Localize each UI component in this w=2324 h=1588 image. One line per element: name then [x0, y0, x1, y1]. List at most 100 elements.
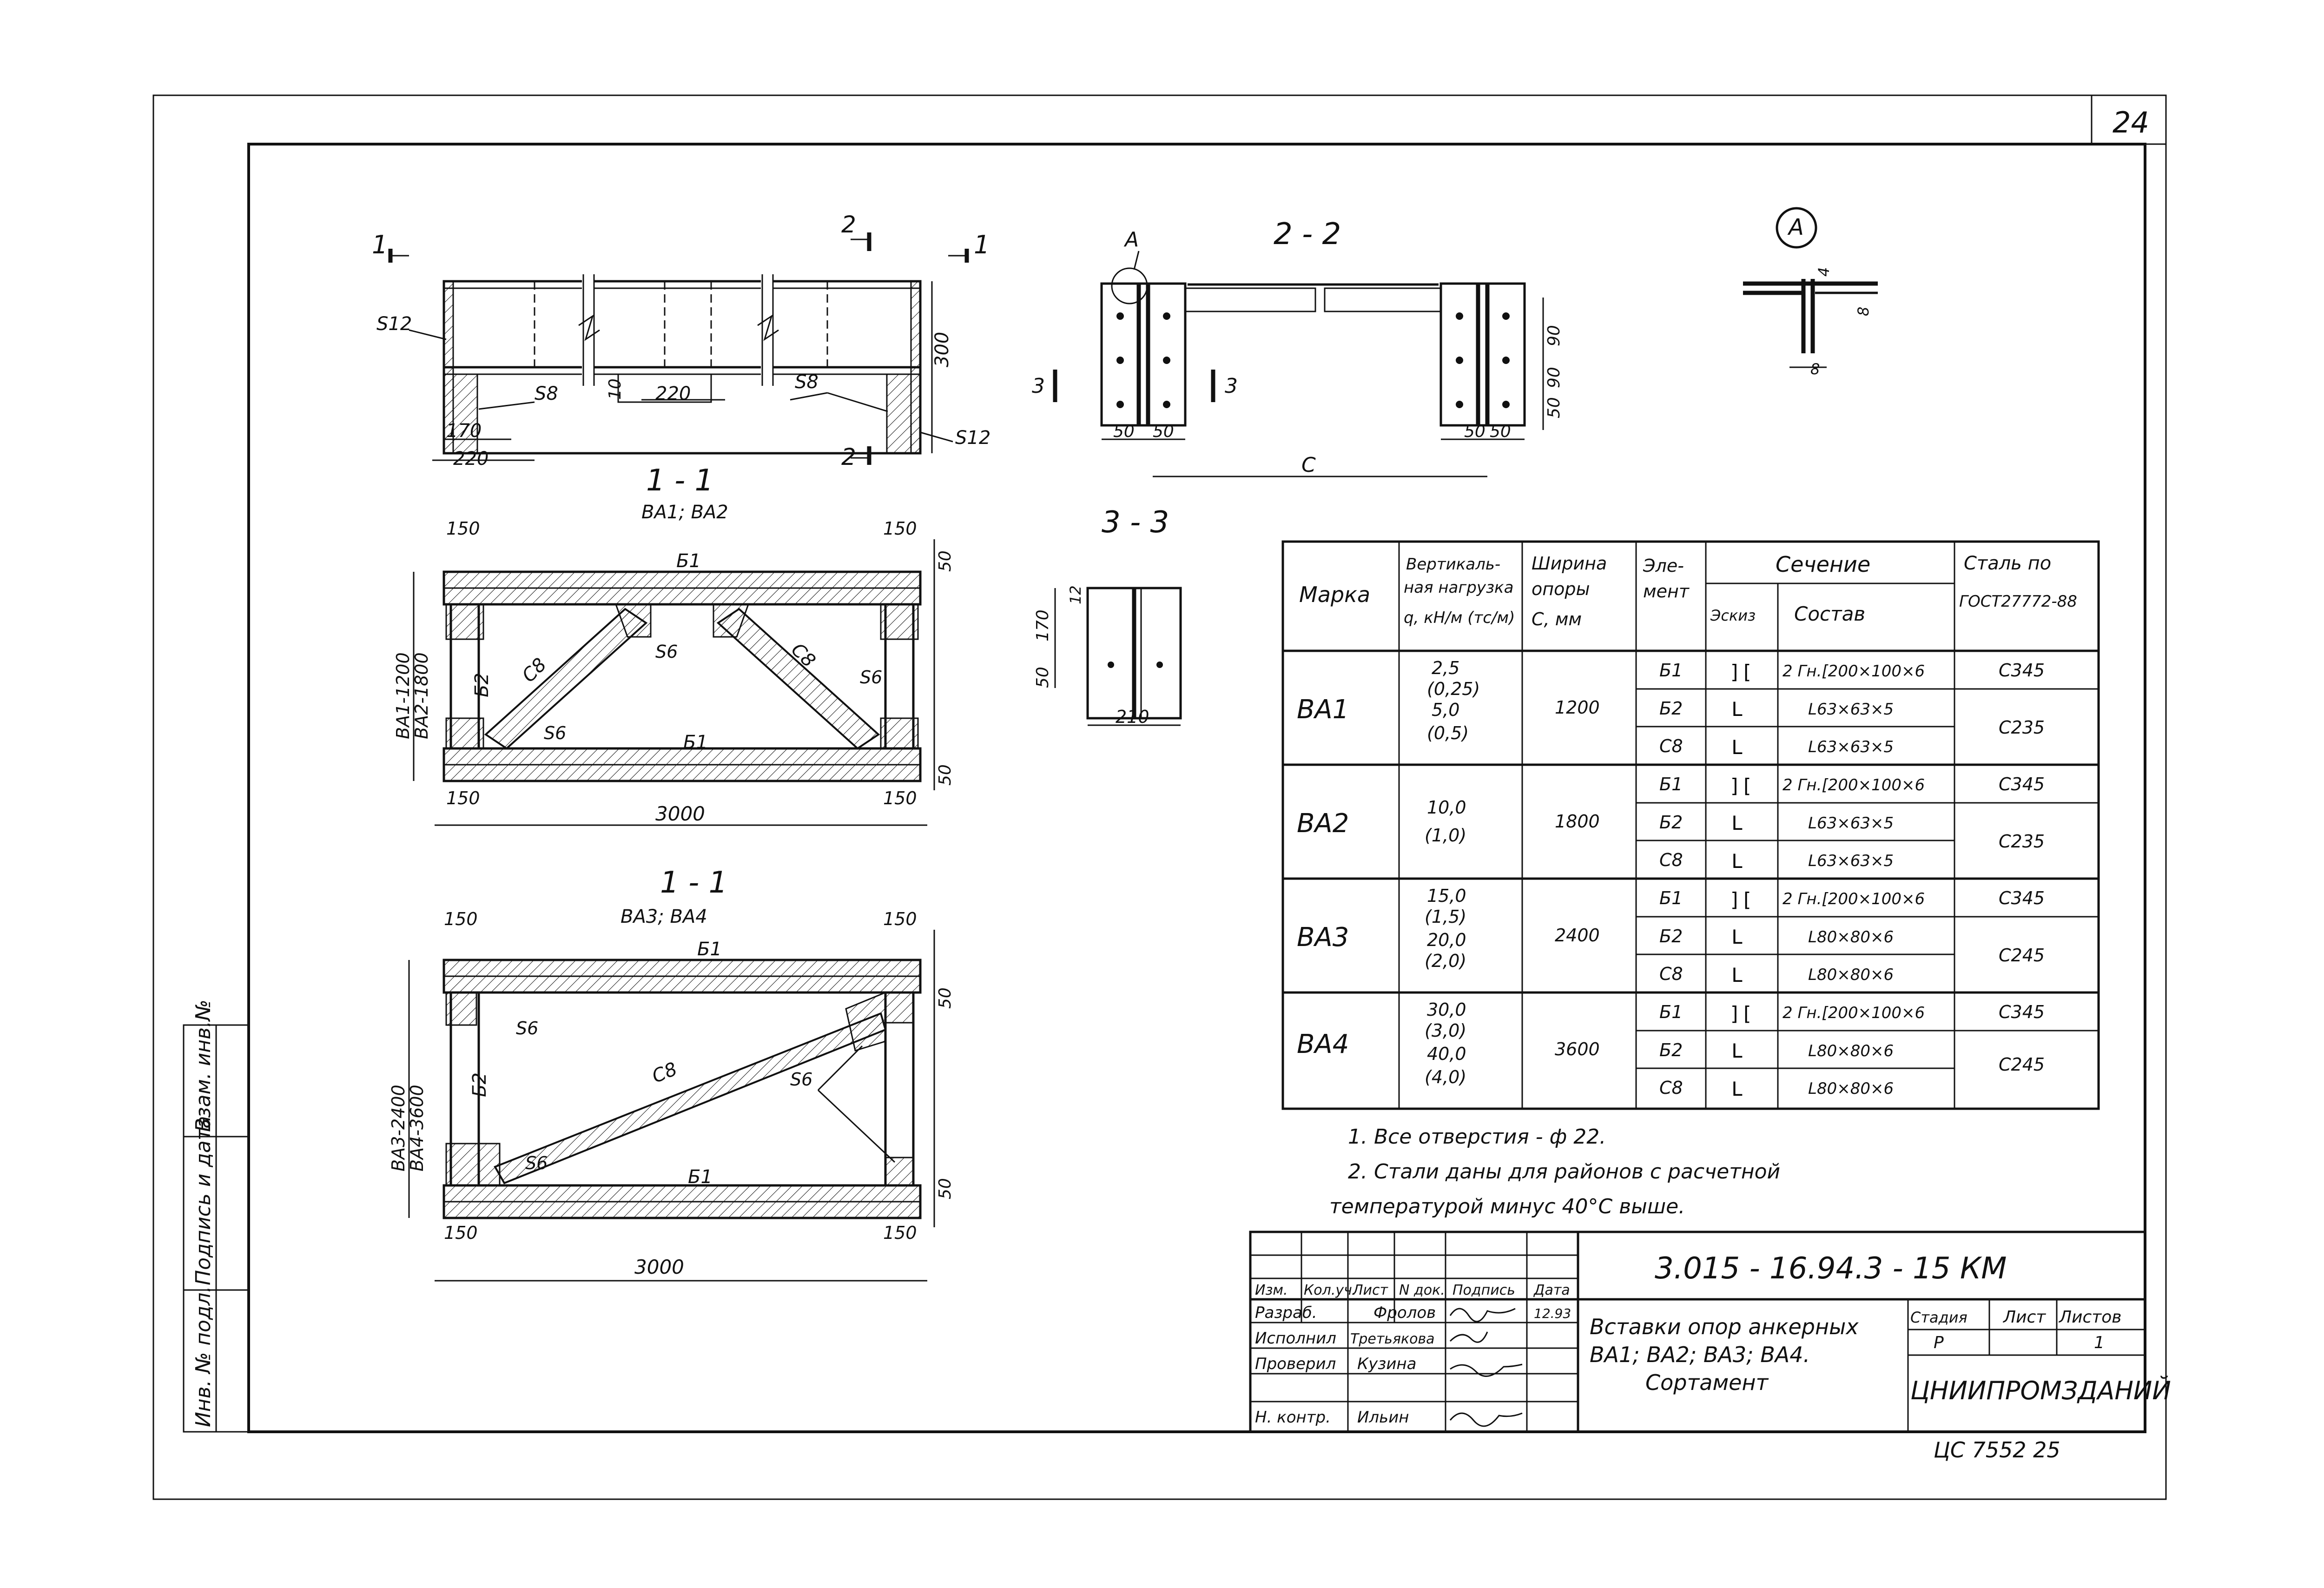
table-header-composition: Состав: [1794, 602, 1865, 625]
plan-dim-10: 10: [606, 378, 625, 400]
table-row-ba2-elem-1: Б2: [1659, 812, 1683, 833]
table-row-ba3-comp-2: L80×80×6: [1808, 966, 1894, 984]
section-1-1-b-b2: Б2: [469, 1072, 490, 1097]
table-row-ba2-steel-merged: С235: [1999, 831, 2045, 852]
table-row-ba2-sketch-2: L: [1731, 850, 1743, 873]
plan-label-s8-right: S8: [795, 371, 819, 393]
table-row-ba4-load-1: (3,0): [1425, 1020, 1466, 1041]
table-row-ba3-sketch-1: L: [1731, 926, 1743, 948]
table-row-ba4-steel-0: С345: [1999, 1002, 2045, 1022]
note-2: 2. Стали даны для районов с расчетной: [1348, 1160, 1780, 1184]
section-1-1-b-dim-150-bl: 150: [444, 1223, 478, 1243]
table-row-ba2-sketch-0: ][: [1729, 774, 1753, 797]
title-stage-label: Стадия: [1910, 1309, 1967, 1326]
plan-label-s8-left: S8: [535, 383, 558, 404]
table-header-elem-2: мент: [1643, 581, 1690, 602]
title-role-4: Н. контр.: [1255, 1408, 1331, 1427]
table-row-ba1-elem-0: Б1: [1659, 660, 1683, 681]
plan-cut-1-left: 1: [372, 230, 388, 259]
section-2-2-title: 2 - 2: [1274, 217, 1341, 251]
table-header-sketch: Эскиз: [1710, 607, 1756, 624]
plan-dim-220b: 220: [453, 448, 489, 470]
title-role-2: Исполнил: [1255, 1329, 1336, 1348]
plan-label-s12: S12: [376, 313, 412, 335]
table-header-load-2: ная нагрузка: [1404, 578, 1513, 597]
section-1-1-b-dim-150-tr: 150: [883, 909, 917, 929]
table-row-ba2-load-1: (1,0): [1425, 825, 1466, 846]
title-col-4: N док.: [1399, 1282, 1445, 1298]
section-1-1-a-s6-a: S6: [655, 642, 678, 662]
section-3-3-title: 3 - 3: [1102, 505, 1169, 540]
section-2-2-dim-50e: 50: [1545, 397, 1564, 418]
table-row-ba4-load-2: 40,0: [1427, 1044, 1466, 1064]
section-1-1-a-b1-bottom: Б1: [683, 732, 708, 753]
plan-cut-1-right: 1: [974, 230, 990, 259]
table-row-ba3-elem-1: Б2: [1659, 926, 1683, 946]
table-row-ba1-load-0: 2,5: [1432, 658, 1459, 678]
table-row-ba2-sketch-1: L: [1731, 812, 1743, 834]
section-1-1-b-subtitle: ВА3; ВА4: [621, 906, 707, 927]
table-row-ba3-mark: ВА3: [1297, 922, 1349, 953]
title-col-5: Подпись: [1452, 1282, 1515, 1298]
section-2-2-dim-90b: 90: [1545, 367, 1564, 388]
table-row-ba1-sketch-2: L: [1731, 736, 1743, 759]
section-2-2: 2 - 2 А 3 3 50 50 50 50 С: [1032, 217, 1564, 477]
section-1-1-b-s6-a: S6: [516, 1018, 538, 1039]
table-row-ba1-mark: ВА1: [1297, 695, 1349, 725]
table-row-ba4-elem-0: Б1: [1659, 1002, 1683, 1022]
table-row-ba2-width: 1800: [1555, 811, 1600, 832]
signature-1: [1449, 1308, 1516, 1323]
table-row-ba1-sketch-1: L: [1731, 698, 1743, 721]
detail-a: А 4 8 8: [1743, 207, 1878, 378]
section-1-1-a-b1-top: Б1: [676, 550, 701, 572]
detail-a-label: А: [1787, 214, 1804, 240]
section-1-1-a-s6-b: S6: [544, 723, 566, 743]
section-1-1-b-dim-h2: ВА4-3600: [407, 1085, 427, 1171]
table-row-ba1-width: 1200: [1555, 697, 1600, 718]
table-row-ba3-sketch-2: L: [1731, 964, 1743, 986]
title-line-3: Сортамент: [1645, 1370, 1769, 1395]
table-row-ba1-comp-2: L63×63×5: [1808, 738, 1894, 756]
table-row-ba1-load-3: (0,5): [1427, 723, 1469, 743]
section-2-2-dim-50c: 50: [1464, 422, 1486, 441]
table-row-ba1-steel-merged: С235: [1999, 717, 2045, 738]
table-row-ba4-sketch-2: L: [1731, 1078, 1743, 1100]
table-row-ba2-comp-2: L63×63×5: [1808, 852, 1894, 870]
section-1-1-a-dim-150-tr: 150: [883, 518, 917, 539]
section-3-3: 3 - 3 170 12 50 210: [1033, 505, 1182, 727]
table-row-ba1-sketch-0: ][: [1729, 661, 1753, 683]
plan-cut-2-top: 2: [841, 211, 856, 238]
title-stage: Р: [1934, 1333, 1944, 1352]
inner-frame: [247, 143, 2146, 1433]
table-row-ba3-load-3: (2,0): [1425, 951, 1466, 971]
title-name-3: Кузина: [1357, 1355, 1417, 1373]
section-2-2-cut-3-left: 3: [1032, 374, 1045, 398]
table-row-ba4-load-0: 30,0: [1427, 999, 1466, 1020]
signature-2: [1449, 1331, 1488, 1343]
title-sheets: 1: [2094, 1333, 2105, 1352]
table-header-steel-2: ГОСТ27772-88: [1959, 592, 2077, 611]
table-row-ba2-steel-0: С345: [1999, 774, 2045, 794]
section-1-1-a-dim-50-b: 50: [936, 764, 955, 786]
section-1-1-b-dim-50-b: 50: [936, 1178, 955, 1199]
section-1-1-b-dim-50-t: 50: [936, 987, 955, 1009]
title-col-1: Изм.: [1255, 1282, 1288, 1298]
table-header-width-1: Ширина: [1532, 553, 1607, 574]
section-1-1-a-subtitle: ВА1; ВА2: [641, 502, 728, 523]
table-header-width-2: опоры: [1532, 579, 1590, 599]
title-col-3: Лист: [1352, 1282, 1389, 1298]
plan-cut-2-bottom: 2: [841, 443, 856, 470]
title-role-3: Проверил: [1255, 1355, 1336, 1373]
table-row-ba2-comp-0: 2 Гн.[200×100×6: [1783, 776, 1925, 794]
table-row-ba3-elem-0: Б1: [1659, 888, 1683, 908]
section-1-1-a-dim-h2: ВА2-1800: [411, 652, 432, 739]
title-block: Изм. Кол.уч. Лист N док. Подпись Дата Ра…: [1249, 1231, 2171, 1462]
section-3-3-dim-12: 12: [1067, 585, 1084, 604]
signature-3: [1450, 1363, 1523, 1377]
section-1-1-b-s6-c: S6: [525, 1153, 548, 1173]
table-row-ba3-sketch-0: ][: [1729, 888, 1753, 911]
title-col-6: Дата: [1533, 1282, 1570, 1298]
title-sheet-label: Лист: [2002, 1308, 2046, 1327]
note-1: 1. Все отверстия - ф 22.: [1348, 1125, 1606, 1149]
section-1-1-a: 1 - 1 ВА1; ВА2 ВА1-1200 ВА2-1800 3000 15…: [393, 463, 955, 826]
